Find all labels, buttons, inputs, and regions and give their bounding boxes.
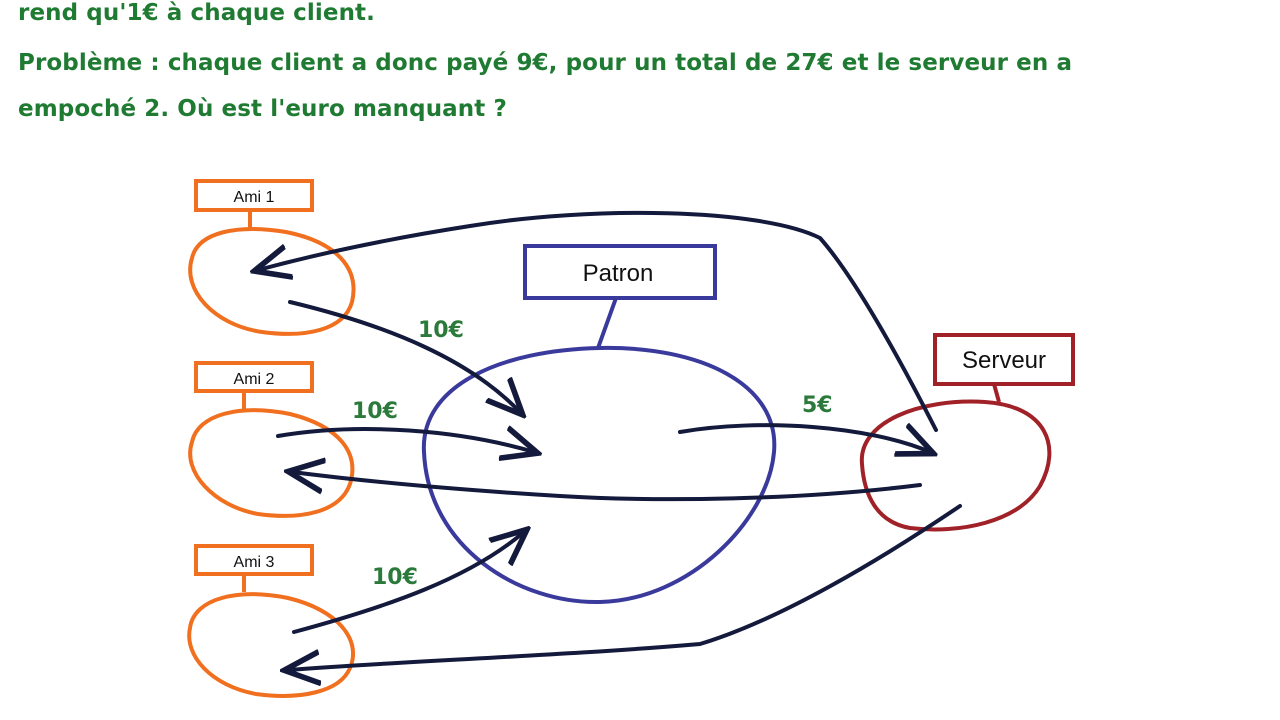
friend-2-label-box <box>194 361 314 393</box>
boss-label: Patron <box>583 260 654 287</box>
text-line-3: empoché 2. Où est l'euro manquant ? <box>18 96 507 122</box>
friend-2-ellipse <box>188 408 355 518</box>
text-line-2: Problème : chaque client a donc payé 9€,… <box>18 50 1073 76</box>
text-line-1: rend qu'1€ à chaque client. <box>18 0 375 26</box>
flow-label-friend2-to-boss: 10€ <box>352 399 398 424</box>
friend-3-ellipse <box>187 592 356 698</box>
arrow-waiter-to-friend2 <box>292 472 922 502</box>
flow-label-boss-to-waiter: 5€ <box>802 393 833 418</box>
waiter-label: Serveur <box>962 347 1046 374</box>
arrow-friend1-to-boss <box>288 300 520 412</box>
friend-3-node: Ami 3 <box>187 544 356 698</box>
flow-label-friend3-to-boss: 10€ <box>372 565 418 590</box>
friend-3-label-box <box>194 544 314 576</box>
friend-1-ellipse <box>188 227 356 336</box>
flow-arrows <box>258 210 962 670</box>
arrow-boss-to-waiter <box>678 425 930 452</box>
waiter-ellipse <box>859 399 1052 532</box>
arrow-friend3-to-boss <box>292 532 524 634</box>
friend-1-node: Ami 1 <box>188 179 356 336</box>
arrow-waiter-to-friend1 <box>258 210 938 432</box>
friend-1-label: Ami 1 <box>234 189 275 206</box>
flow-label-friend1-to-boss: 10€ <box>418 318 464 343</box>
friend-3-label: Ami 3 <box>234 554 275 571</box>
arrow-waiter-to-friend3 <box>288 504 962 670</box>
waiter-node: Serveur <box>859 333 1075 532</box>
waiter-label-box <box>933 333 1075 386</box>
flow-labels: 10€ 10€ 10€ 5€ <box>352 318 833 590</box>
friend-1-label-box <box>194 179 314 212</box>
friend-2-label: Ami 2 <box>234 371 275 388</box>
boss-node: Patron <box>421 244 777 605</box>
friend-2-node: Ami 2 <box>188 361 355 518</box>
arrow-friend2-to-boss <box>276 429 534 452</box>
boss-label-box <box>523 244 717 300</box>
boss-connector <box>596 297 618 349</box>
waiter-connector <box>992 383 1001 403</box>
boss-blob <box>421 345 777 605</box>
